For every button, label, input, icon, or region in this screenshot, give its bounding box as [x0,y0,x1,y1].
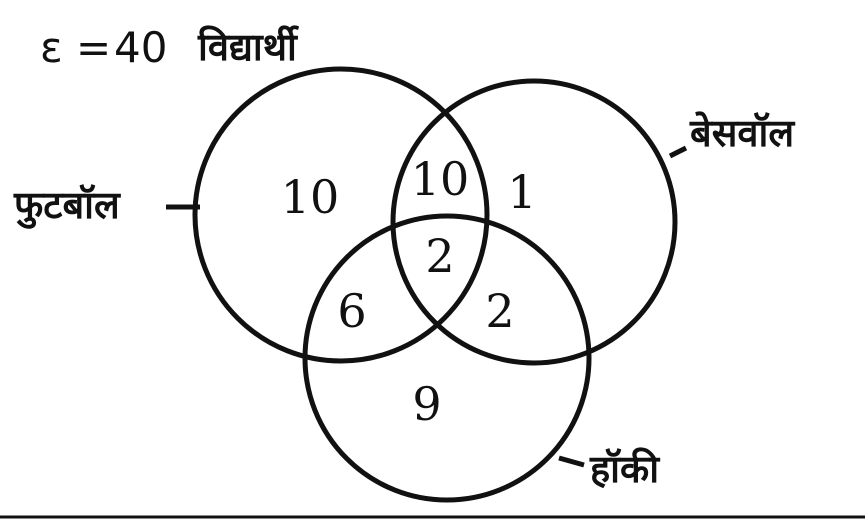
region-all-three: 2 [425,229,454,283]
universe-equals: = [76,23,111,72]
region-football-baseball: 10 [411,152,470,206]
hockey-label: हॉकी [589,447,660,491]
region-hockey-only: 9 [412,377,441,431]
baseball-label: बेसवॉल [689,111,795,155]
hockey-circle [302,213,592,503]
universe-symbol: ε [40,23,63,72]
universe-total: 40 [114,23,167,72]
universe-unit: विद्यार्थी [197,25,300,69]
region-baseball-hockey: 2 [485,284,514,338]
football-circle [192,66,490,364]
region-football-only: 10 [281,170,340,224]
baseball-leader [668,145,688,159]
region-baseball-only: 1 [507,165,536,219]
baseball-circle [390,78,678,366]
football-label: फुटबॉल [13,183,121,229]
region-football-hockey: 6 [337,284,366,338]
hockey-leader [558,455,585,468]
